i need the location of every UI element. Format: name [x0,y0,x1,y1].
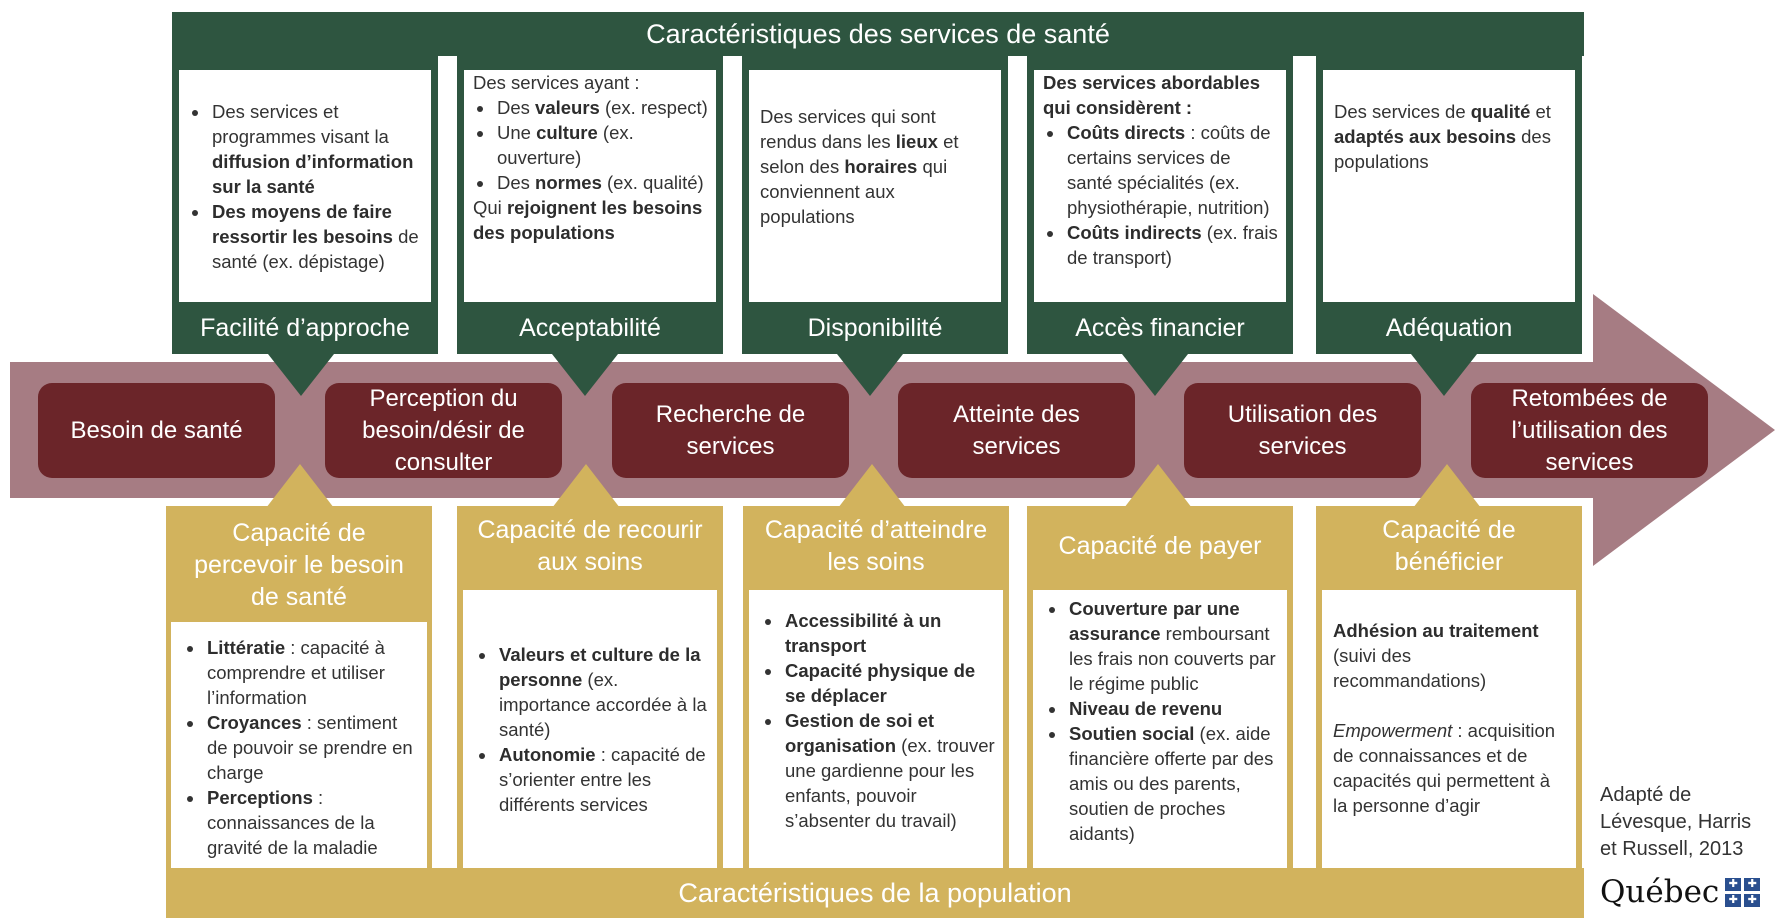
population-characteristics-banner: Caractéristiques de la population [166,868,1584,918]
population-pointer [838,464,906,508]
service-dimension-panel: Des services qui sont rendus dans les li… [742,56,1008,354]
population-description-box: Couverture par une assurance remboursant… [1033,590,1287,868]
population-pointer [1413,464,1481,508]
step-label-line: Atteinte des [953,400,1080,428]
list-item: Capacité physique de se déplacer [783,658,997,708]
list-item: Des valeurs (ex. respect) [495,95,710,120]
service-description-box: Des services et programmes visant la dif… [179,70,431,302]
population-ability-panel: Capacité de recourir aux soins Valeurs e… [457,506,723,868]
list-item: Des services et programmes visant la dif… [210,99,421,199]
population-ability-title: Capacité de recourir aux soins [477,516,703,576]
service-pointer [837,354,903,396]
population-description-box: Adhésion au traitement (suivi des recomm… [1322,590,1576,868]
population-description-box: Valeurs et culture de la personne (ex. i… [463,590,717,868]
service-pointers [268,354,1477,396]
step-label-line: Besoin de santé [70,416,243,444]
fleur-de-lis-flag-icon: ✚ ✚ ✚ ✚ [1725,877,1761,907]
list-item: Des moyens de faire ressortir les besoin… [210,199,421,274]
list-item: Valeurs et culture de la personne (ex. i… [497,642,711,742]
service-dimension-panel: Des services abordables qui considèrent … [1027,56,1293,354]
step-label-line: Perception du [369,384,518,412]
service-dimension-label: Disponibilité [807,313,943,342]
list-item: Coûts directs : coûts de certains servic… [1065,120,1280,220]
process-step: Retombées de l’utilisation des services [1471,383,1708,478]
source-line: Adapté de [1600,784,1692,806]
population-pointer [1124,464,1192,508]
quebec-wordmark: Québec [1600,874,1720,910]
list-item: Littératie : capacité à comprendre et ut… [205,635,421,710]
service-pointer [1411,354,1477,396]
description-text: Des services ayant : [473,72,640,93]
process-step: Atteinte des services [898,383,1135,478]
list-item: Niveau de revenu [1067,696,1281,721]
step-label-line: consulter [394,448,493,476]
population-ability-panel: Capacité d’atteindre les soins Accessibi… [743,506,1009,868]
source-note: Adapté de Lévesque, Harris et Russell, 2… [1600,782,1775,863]
service-dimension-label: Adéquation [1385,313,1513,342]
flow-arrow [10,294,1775,566]
step-label-line: besoin/désir de [362,416,525,444]
step-label-line: services [686,432,775,460]
step-label-line: Retombées de [1511,384,1668,412]
list-item: Une culture (ex. ouverture) [495,120,710,170]
service-description-box: Des services abordables qui considèrent … [1034,70,1286,302]
service-dimension-panel: Des services et programmes visant la dif… [172,56,438,354]
service-description-box: Des services ayant : Des valeurs (ex. re… [464,70,716,302]
description-text: Des services qui sont rendus dans les li… [760,105,959,227]
step-label-line: services [1258,432,1347,460]
quebec-logo: Québec ✚ ✚ ✚ ✚ [1600,872,1775,912]
process-step: Recherche de services [612,383,849,478]
source-line: Lévesque, Harris [1600,811,1752,833]
population-characteristics-title: Caractéristiques de la population [678,877,1072,908]
list-item: Soutien social (ex. aide financière offe… [1067,721,1281,846]
population-description-box: Littératie : capacité à comprendre et ut… [171,622,427,868]
service-dimension-label: Facilité d’approche [200,313,410,342]
population-description-box: Accessibilité à un transport Capacité ph… [749,590,1003,868]
service-dimension-panel: Des services de qualité et adaptés aux b… [1316,56,1582,354]
description-text: Qui rejoignent les besoins des populatio… [473,197,703,243]
service-description-box: Des services qui sont rendus dans les li… [749,70,1001,302]
services-characteristics-banner: Caractéristiques des services de santé [172,12,1584,56]
population-pointers [266,464,1481,508]
service-pointer [1122,354,1188,396]
process-step: Besoin de santé [38,383,275,478]
list-item: Gestion de soi et organisation (ex. trou… [783,708,997,833]
population-ability-title: Capacité de bénéficier [1382,516,1516,576]
service-description-box: Des services de qualité et adaptés aux b… [1323,70,1575,302]
step-label-line: l’utilisation des [1511,416,1668,444]
population-ability-panel: Capacité de payer Couverture par une ass… [1027,506,1293,868]
population-ability-title: Capacité de payer [1058,532,1262,560]
process-step: Utilisation des services [1184,383,1421,478]
service-dimension-panel: Des services ayant : Des valeurs (ex. re… [457,56,723,354]
population-ability-panel: Capacité de bénéficier Adhésion au trait… [1316,506,1582,868]
list-item: Accessibilité à un transport [783,608,997,658]
services-characteristics-title: Caractéristiques des services de santé [646,18,1110,49]
step-label-line: services [972,432,1061,460]
list-item: Perceptions : connaissances de la gravit… [205,785,421,860]
list-item: Croyances : sentiment de pouvoir se pren… [205,710,421,785]
population-ability-title: Capacité de percevoir le besoin de santé [194,519,404,611]
service-pointer [552,354,618,396]
source-line: et Russell, 2013 [1600,838,1744,860]
step-label-line: services [1545,448,1634,476]
description-text: Des services de qualité et adaptés aux b… [1334,100,1551,172]
list-item: Des normes (ex. qualité) [495,170,710,195]
population-ability-panel: Capacité de percevoir le besoin de santé… [166,506,432,868]
population-ability-title: Capacité d’atteindre les soins [764,516,988,576]
service-dimension-label: Acceptabilité [519,313,661,342]
list-item: Coûts indirects (ex. frais de transport) [1065,220,1280,270]
population-pointer [552,464,620,508]
list-item: Autonomie : capacité de s’orienter entre… [497,742,711,817]
process-step: Perception du besoin/désir de consulter [325,383,562,478]
list-item: Couverture par une assurance remboursant… [1067,596,1281,696]
description-text: Empowerment : acquisition de connaissanc… [1333,720,1556,816]
description-text: Adhésion au traitement (suivi des recomm… [1333,620,1539,691]
service-dimension-label: Accès financier [1075,313,1245,342]
description-text: Des services abordables qui considèrent … [1043,72,1260,118]
step-label-line: Recherche de [655,400,806,428]
service-pointer [268,354,334,396]
population-pointer [266,464,334,508]
step-label-line: Utilisation des [1227,400,1378,428]
